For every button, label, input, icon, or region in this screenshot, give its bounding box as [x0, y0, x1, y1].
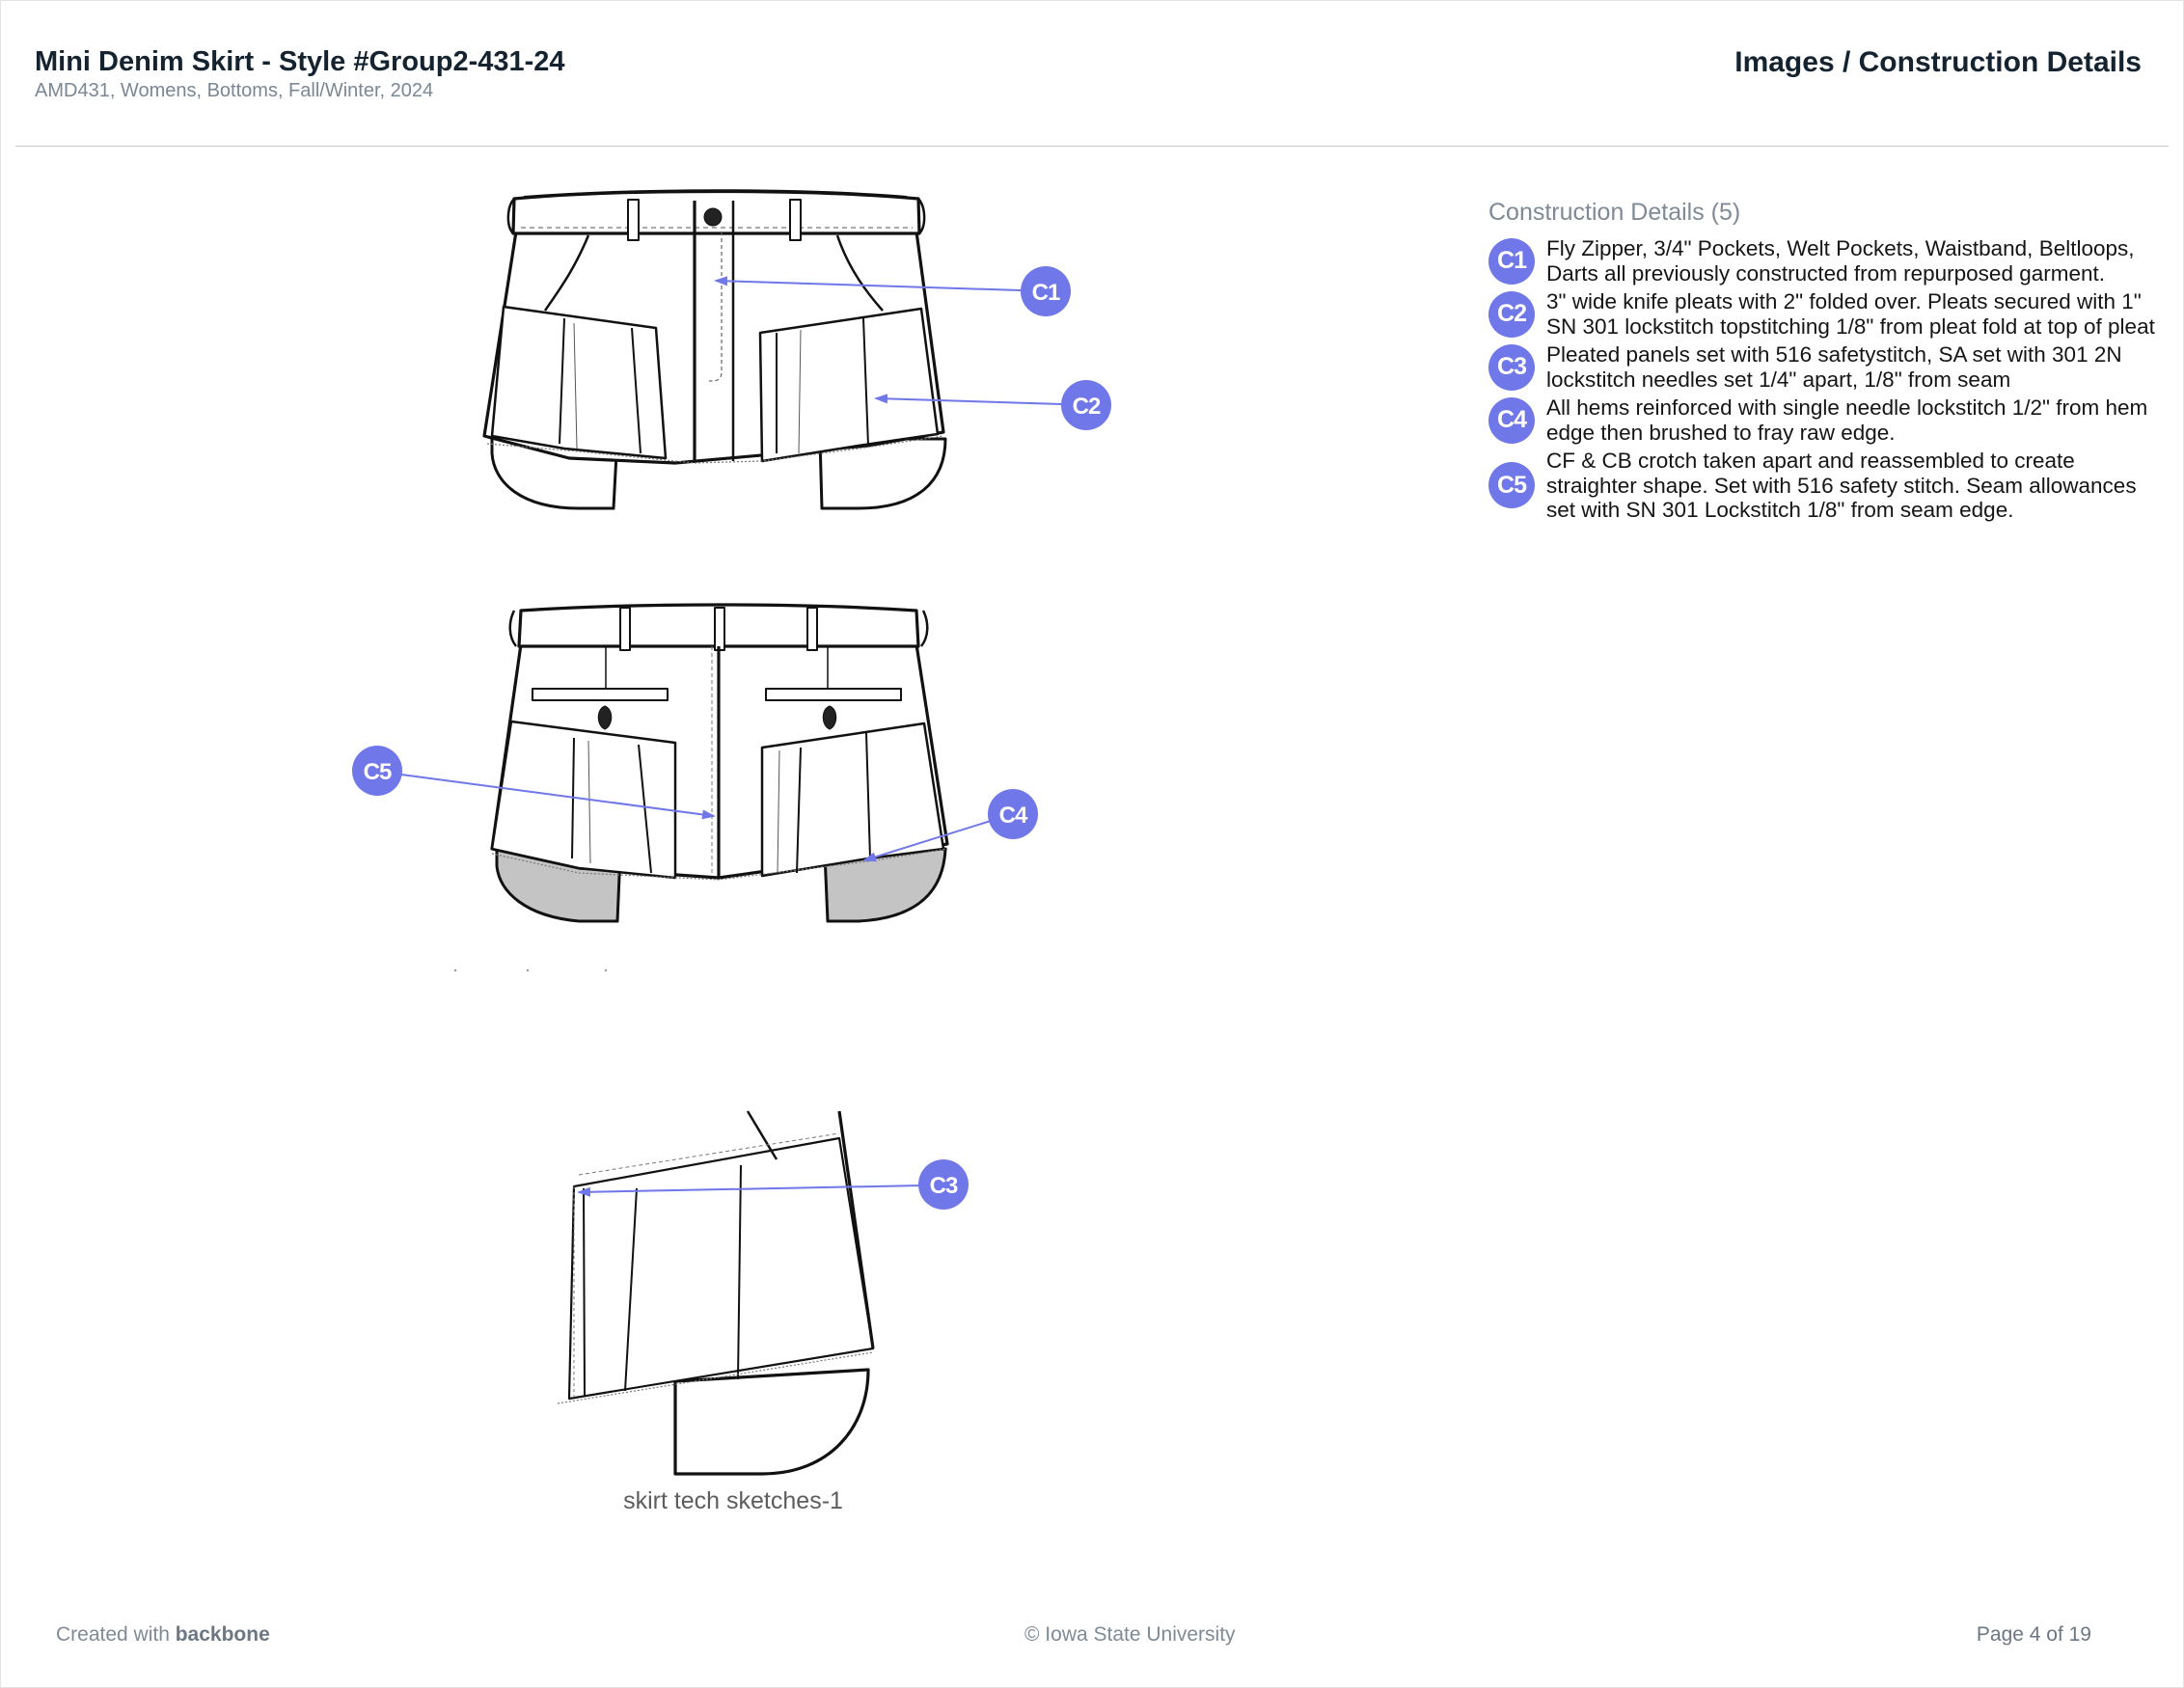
callout-arrow-c2 [874, 394, 1062, 405]
callout-label-c3: C3 [930, 1173, 958, 1199]
footer-page-number: Page 4 of 19 [1976, 1623, 2091, 1646]
detail-line: Fly Zipper, 3/4" Pockets, Welt Pockets, … [1546, 236, 2135, 260]
callout-label-c2: C2 [1073, 394, 1101, 420]
detail-badge-c1: C1 [1488, 237, 1535, 285]
back-view-drawing [453, 603, 949, 972]
footer-brand-link[interactable]: backbone [175, 1623, 270, 1646]
detail-line: Pleated panels set with 516 safetystitch… [1546, 342, 2122, 367]
construction-details-heading: Construction Details (5) [1488, 199, 1741, 226]
header-divider [15, 146, 2169, 147]
callout-label-c5: C5 [364, 759, 392, 785]
sketch-caption: skirt tech sketches-1 [623, 1487, 843, 1514]
detail-line: 3" wide knife pleats with 2" folded over… [1546, 289, 2142, 313]
callout-badge-c5: C5 [352, 746, 402, 796]
construction-detail-c3: C3 Pleated panels set with 516 safetysti… [1488, 342, 2181, 392]
detail-badge-c3: C3 [1488, 343, 1535, 391]
section-title: Images / Construction Details [1734, 46, 2142, 78]
callout-badge-c1: C1 [1021, 266, 1071, 316]
detail-text: Pleated panels set with 516 safetystitch… [1546, 342, 2122, 392]
detail-line: All hems reinforced with single needle l… [1546, 395, 2148, 420]
footer-created-with: Created with backbone [56, 1623, 270, 1647]
callout-arrow-c1 [714, 276, 1022, 291]
detail-line: CF & CB crotch taken apart and reassembl… [1546, 449, 2075, 473]
detail-line: edge then brushed to fray raw edge. [1546, 420, 1896, 445]
detail-text: Fly Zipper, 3/4" Pockets, Welt Pockets, … [1546, 236, 2135, 286]
detail-badge-c4: C4 [1488, 396, 1535, 444]
construction-details-panel: Construction Details (5) C1 Fly Zipper, … [1488, 199, 2181, 527]
detail-line: lockstitch needles set 1/4" apart, 1/8" … [1546, 367, 2011, 392]
callout-label-c1: C1 [1032, 280, 1060, 306]
detail-line: Darts all previously constructed from re… [1546, 260, 2106, 286]
detail-line: straighter shape. Set with 516 safety st… [1546, 473, 2137, 498]
callout-badge-c3: C3 [918, 1159, 969, 1210]
construction-detail-c1: C1 Fly Zipper, 3/4" Pockets, Welt Pocket… [1488, 236, 2181, 286]
construction-detail-c4: C4 All hems reinforced with single needl… [1488, 395, 2181, 445]
callout-badge-c2: C2 [1061, 380, 1111, 430]
construction-detail-c5: C5 CF & CB crotch taken apart and reasse… [1488, 449, 2181, 523]
detail-badge-c5: C5 [1488, 462, 1535, 509]
detail-text: All hems reinforced with single needle l… [1546, 395, 2147, 445]
construction-detail-c2: C2 3" wide knife pleats with 2" folded o… [1488, 289, 2181, 339]
detail-view-drawing [557, 1110, 875, 1476]
callout-badge-c4: C4 [988, 789, 1038, 839]
skirt-tech-sketch: C1 C2 C5 C4 C3 [352, 189, 1111, 1476]
callout-arrow-c3 [577, 1184, 923, 1197]
detail-text: 3" wide knife pleats with 2" folded over… [1546, 289, 2155, 339]
callout-arrow-c5 [400, 774, 716, 820]
callout-label-c4: C4 [999, 803, 1028, 829]
detail-line: set with SN 301 Lockstitch 1/8" from sea… [1546, 498, 2014, 522]
detail-line: SN 301 lockstitch topstitching 1/8" from… [1546, 313, 2155, 339]
front-view-drawing [482, 189, 947, 510]
callout-arrows [400, 276, 1062, 1197]
footer-created-prefix: Created with [56, 1623, 170, 1646]
detail-badge-c2: C2 [1488, 290, 1535, 338]
page-title: Mini Denim Skirt - Style #Group2-431-24 [35, 46, 565, 77]
callout-arrow-c4 [862, 820, 992, 862]
footer-copyright: © Iowa State University [1024, 1623, 1236, 1646]
detail-text: CF & CB crotch taken apart and reassembl… [1546, 449, 2137, 523]
page-subtitle: AMD431, Womens, Bottoms, Fall/Winter, 20… [35, 80, 434, 101]
